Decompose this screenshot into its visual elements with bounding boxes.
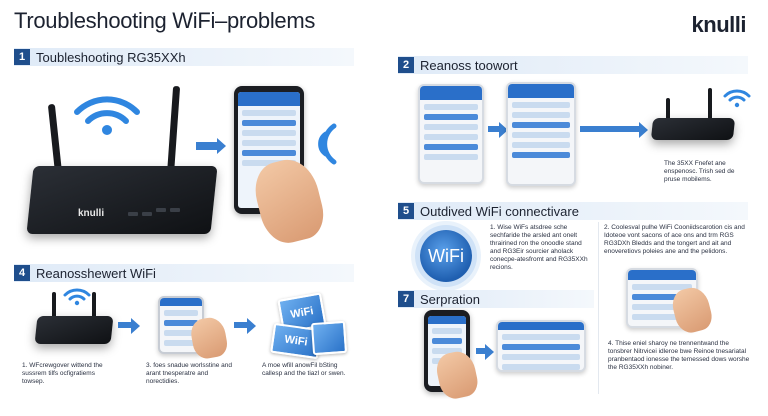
section-7-title: Serpration	[420, 291, 480, 307]
s5-point2-text: 2. Coolesval pulhe WiFi Cooniidscarotion…	[604, 224, 745, 255]
s7-point4-text: 4. Thise eniel sharoy ne trennentwand th…	[608, 340, 750, 371]
brand-logo: knulli	[691, 12, 747, 37]
arrow-s4-2	[234, 318, 256, 334]
section-2-header: 2 Reanoss toowort	[398, 56, 748, 74]
s5-point1-text: 1. Wise WiFs atsdree sche sechfaride the…	[490, 224, 588, 271]
arrow-s2-2	[580, 122, 648, 138]
wifi-wave-icon	[318, 123, 337, 165]
hand-s7-image	[433, 348, 481, 402]
wifi-signal-icon	[74, 96, 140, 135]
arrow-s2-1	[488, 122, 508, 138]
s4-step1-text: 1. WFcrewgover wittend the sussrem tilfs…	[22, 362, 103, 385]
wifi-small-icon	[63, 288, 91, 306]
divider-vertical	[598, 222, 599, 394]
arrow-s4-1	[118, 318, 140, 334]
wifi-s2-icon	[723, 89, 751, 108]
section-4-number: 4	[14, 265, 30, 281]
section-1-title: Toubleshooting RG35XXh	[36, 49, 186, 65]
arrow-router-to-phone	[196, 138, 226, 154]
section-2-number: 2	[398, 57, 414, 73]
section-1-header: 1 Toubleshooting RG35XXh	[14, 48, 354, 66]
screen-2-image	[506, 82, 576, 186]
router-logo: knulli	[78, 208, 105, 219]
section-4-header: 4 Reanosshewert WiFi	[14, 264, 354, 282]
section-5-number: 5	[398, 203, 414, 219]
wifi-card-3	[310, 320, 348, 356]
section-7-header: 7 Serpration	[398, 290, 594, 308]
section-5-header: 5 Outdived WiFi connectivare	[398, 202, 748, 220]
wifi-badge: WiFi	[420, 230, 472, 282]
s4-stepA-text: A moe wfill anowFil bSting callesp and t…	[262, 362, 346, 377]
arrow-s7	[476, 344, 494, 360]
s4-step3-text: 3. foes snadue worlsstine and arant tnes…	[146, 362, 232, 385]
page-title: Troubleshooting WiFi–problems	[14, 8, 316, 33]
screen-1-image	[418, 84, 484, 184]
settings-panel-image	[496, 320, 586, 372]
section-1-number: 1	[14, 49, 30, 65]
section-2-title: Reanoss toowort	[420, 57, 518, 73]
s2-caption: The 35XX Fnefet ane enspenosc. Trish sed…	[664, 160, 735, 183]
section-7-number: 7	[398, 291, 414, 307]
section-4-title: Reanosshewert WiFi	[36, 265, 156, 281]
section-5-title: Outdived WiFi connectivare	[420, 203, 579, 219]
